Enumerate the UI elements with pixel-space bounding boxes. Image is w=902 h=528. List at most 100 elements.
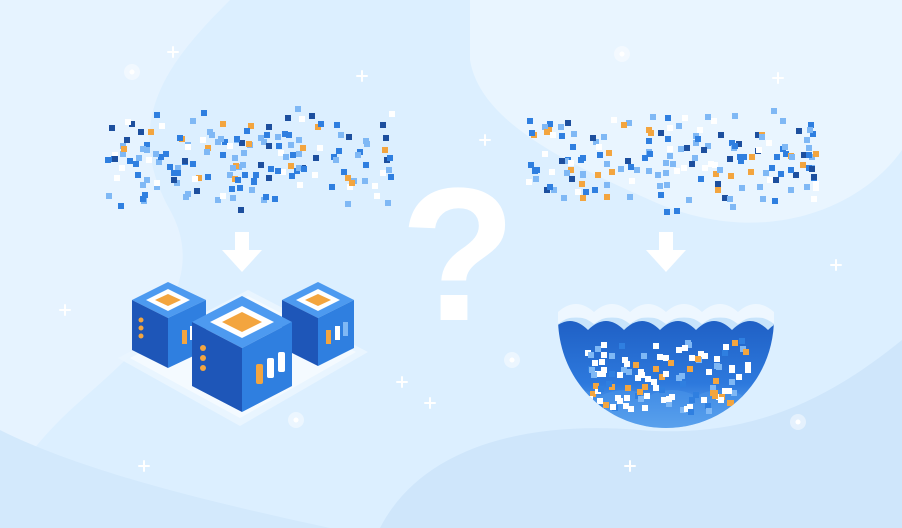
lake-pixel [603, 402, 609, 408]
data-pixel [313, 155, 319, 161]
data-pixel [171, 177, 177, 183]
data-pixel [642, 155, 648, 161]
data-pixel [563, 158, 569, 164]
lake-pixel [680, 381, 686, 387]
lake-pixel [599, 404, 605, 410]
data-pixel [715, 187, 721, 193]
data-warehouse-servers-icon [118, 282, 368, 426]
data-pixel [329, 184, 335, 190]
data-pixel [144, 147, 150, 153]
data-pixel [171, 170, 177, 176]
data-pixel [268, 166, 274, 172]
data-pixel [698, 176, 704, 182]
lake-pixel [595, 346, 601, 352]
data-pixel [626, 120, 632, 126]
data-pixel [717, 167, 723, 173]
data-pixel [590, 135, 596, 141]
sparkle-plus-icon [138, 460, 150, 472]
sparkle-plus-icon [624, 460, 636, 472]
data-pixel [807, 127, 813, 133]
lake-pixel [653, 366, 659, 372]
data-pixel [112, 152, 118, 158]
data-pixel [739, 185, 745, 191]
lake-pixel [679, 373, 685, 379]
data-pixel [240, 162, 246, 168]
data-pixel [647, 151, 653, 157]
data-pixel [380, 170, 386, 176]
data-pixel [114, 175, 120, 181]
data-pixel [722, 195, 728, 201]
data-pixel [621, 122, 627, 128]
data-pixel [681, 165, 687, 171]
data-pixel [192, 176, 198, 182]
sparkle-decorations [59, 46, 842, 472]
data-pixel [811, 196, 817, 202]
lake-pixel [598, 386, 604, 392]
lake-pixel [659, 387, 665, 393]
data-pixel [542, 151, 548, 157]
data-pixel [559, 133, 565, 139]
data-pixel [135, 172, 141, 178]
data-pixel [301, 166, 307, 172]
data-pixel [138, 129, 144, 135]
data-pixel [215, 197, 221, 203]
data-pixel [759, 134, 765, 140]
data-pixel [542, 124, 548, 130]
data-pixel [386, 167, 392, 173]
data-pixel [275, 134, 281, 140]
data-pixel [278, 150, 284, 156]
data-pixel [229, 186, 235, 192]
data-pixel [757, 184, 763, 190]
data-pixel [261, 139, 267, 145]
data-pixel [811, 174, 817, 180]
data-pixel [289, 173, 295, 179]
lake-pixel [722, 350, 728, 356]
data-pixel [282, 131, 288, 137]
lake-pixel [741, 402, 747, 408]
data-pixel [338, 132, 344, 138]
lake-pixel [732, 340, 738, 346]
lake-pixel [676, 347, 682, 353]
lake-pixel [710, 385, 716, 391]
data-pixel [385, 200, 391, 206]
data-pixel [558, 124, 564, 130]
data-pixel [220, 152, 226, 158]
data-pixel [276, 143, 282, 149]
data-pixel [159, 123, 165, 129]
lake-pixel [587, 396, 593, 402]
data-pixel [251, 179, 257, 185]
data-pixel [727, 196, 733, 202]
data-pixel [275, 168, 281, 174]
data-pixel [209, 132, 215, 138]
data-pixel [678, 146, 684, 152]
lake-pixel [596, 407, 602, 413]
data-pixel [793, 172, 799, 178]
lake-pixel [722, 388, 728, 394]
data-pixel [551, 187, 557, 193]
lake-pixel [644, 393, 650, 399]
lake-pixel [617, 372, 623, 378]
lake-pixel [714, 363, 720, 369]
lake-pixel [680, 407, 686, 413]
data-pixel [646, 168, 652, 174]
sparkle-plus-icon [396, 376, 408, 388]
data-pixel [272, 196, 278, 202]
lake-pixel [589, 367, 595, 373]
data-pixel [806, 152, 812, 158]
data-pixel [239, 140, 245, 146]
sparkle-dot-icon [129, 69, 135, 75]
data-pixel [142, 192, 148, 198]
data-pixel [736, 141, 742, 147]
data-pixel [296, 151, 302, 157]
data-pixel [109, 125, 115, 131]
data-pixel [220, 193, 226, 199]
data-pixel [249, 187, 255, 193]
data-pixel [760, 196, 766, 202]
data-pixel [583, 189, 589, 195]
data-pixel [773, 177, 779, 183]
data-pixel [246, 141, 252, 147]
lake-pixel [601, 367, 607, 373]
lake-pixel [736, 374, 742, 380]
lake-pixel [609, 371, 615, 377]
data-pixel [185, 191, 191, 197]
